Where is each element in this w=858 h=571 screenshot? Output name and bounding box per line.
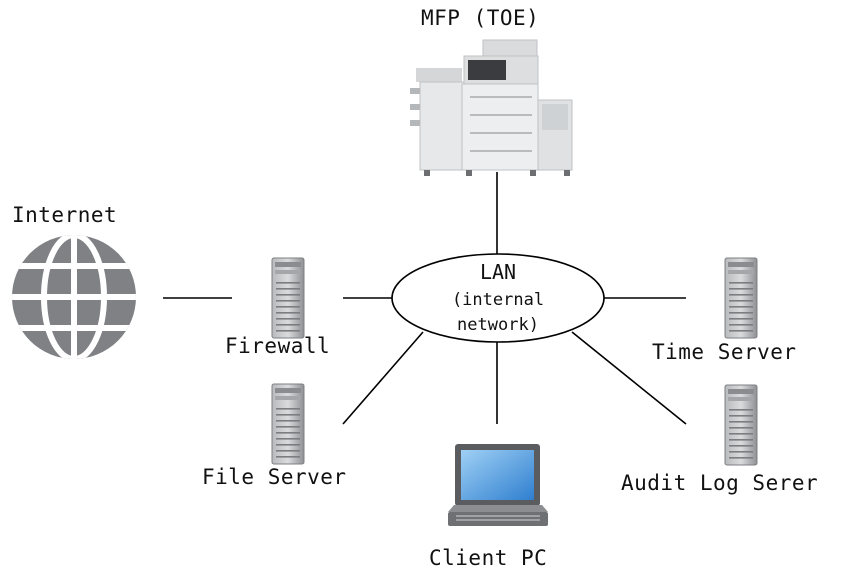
firewall-server-icon — [271, 257, 305, 339]
file-server-label: File Server — [202, 465, 347, 489]
link-lan-file-server — [342, 331, 424, 425]
file-server-icon — [271, 383, 305, 465]
firewall-label: Firewall — [225, 334, 331, 358]
connection-lines — [163, 172, 687, 425]
lan-label-line3: network) — [457, 315, 539, 335]
internet-label: Internet — [12, 203, 118, 227]
lan-label-line2: (internal — [451, 290, 545, 310]
time-server-icon — [724, 257, 758, 339]
mfp-label: MFP (TOE) — [421, 6, 540, 30]
lan-label-line1: LAN — [479, 260, 517, 284]
lan-ellipse — [391, 253, 605, 343]
client-pc-label: Client PC — [429, 546, 548, 570]
audit-log-server-label: Audit Log Serer — [621, 471, 819, 495]
globe-icon — [12, 235, 136, 359]
link-lan-audit-log-server — [571, 331, 687, 425]
audit-log-server-icon — [724, 384, 758, 466]
time-server-label: Time Server — [652, 340, 797, 364]
laptop-icon — [448, 444, 548, 526]
multifunction-printer-icon — [410, 39, 573, 176]
